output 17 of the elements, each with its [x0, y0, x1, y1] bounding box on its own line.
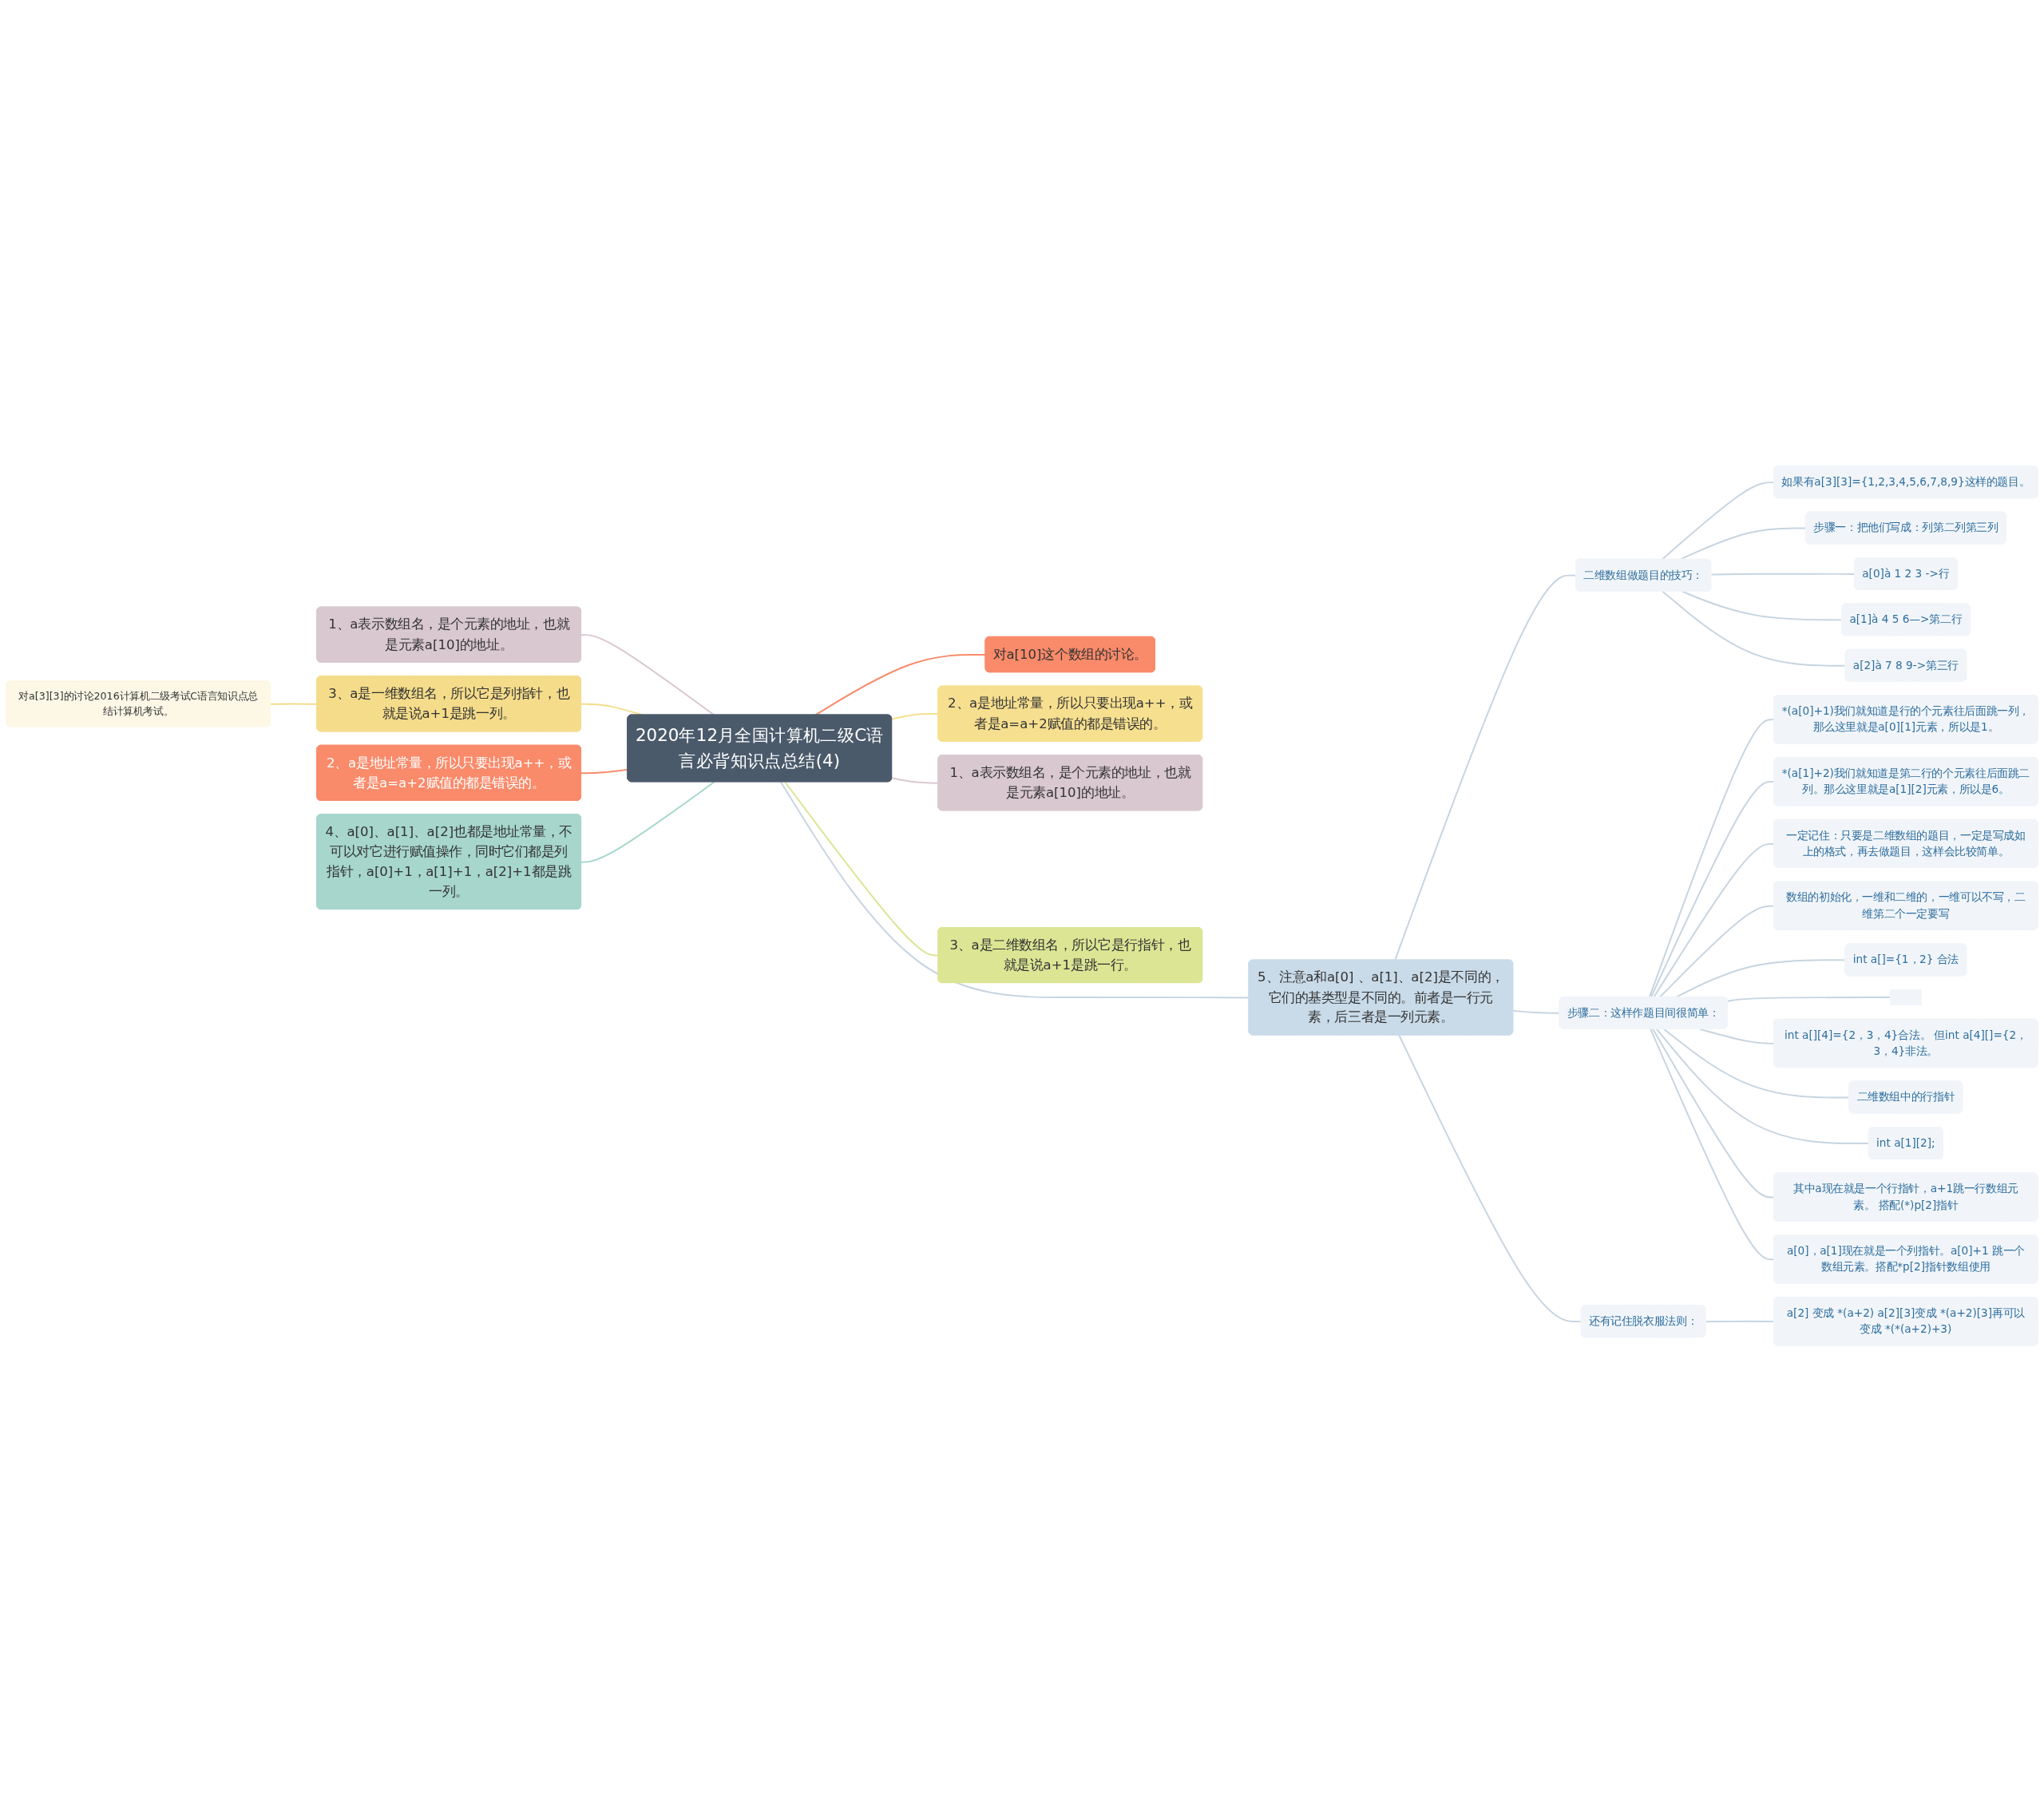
- connector: [1650, 780, 1775, 998]
- connector: [1512, 1009, 1561, 1014]
- connector: [1698, 1028, 1775, 1044]
- connector: [1650, 1028, 1775, 1260]
- connector: [1652, 1028, 1775, 1199]
- connector: [779, 781, 1250, 999]
- connector: [580, 781, 715, 863]
- connector: [1398, 1034, 1583, 1322]
- connector: [1705, 1320, 1775, 1322]
- connector: [1648, 719, 1775, 998]
- connector: [1653, 842, 1775, 998]
- connector: [1656, 1028, 1870, 1144]
- connector: [1726, 996, 1891, 1002]
- connector: [1662, 590, 1847, 667]
- connector: [1658, 905, 1775, 998]
- connector: [1710, 573, 1856, 576]
- node-box: [1889, 989, 1922, 1005]
